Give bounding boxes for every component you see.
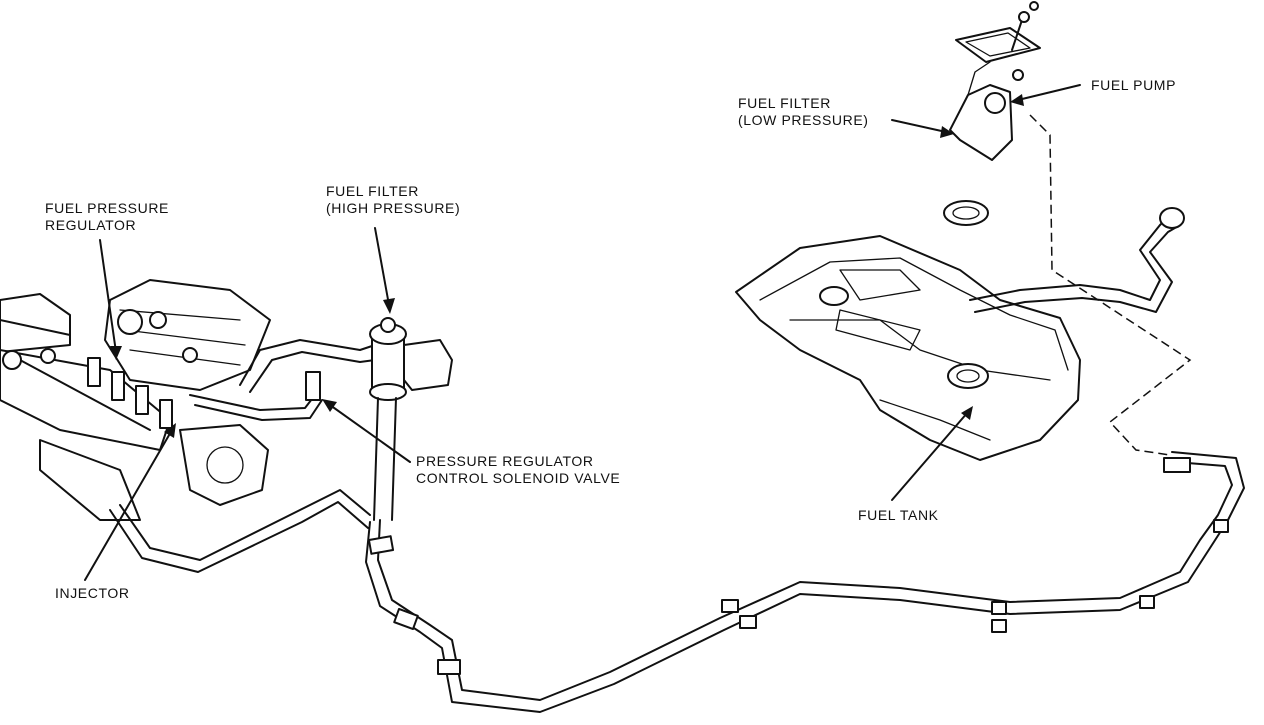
engine-assembly xyxy=(0,279,271,521)
fuel-pump-label: FUEL PUMP xyxy=(1091,77,1177,93)
fuel-tank xyxy=(735,235,1081,461)
fuel-tank-label: FUEL TANK xyxy=(858,507,939,523)
fuel-filter-high-pressure xyxy=(369,317,453,521)
tank-seal-ring-inner xyxy=(952,206,980,220)
fuel-filter-low-line1: FUEL FILTER xyxy=(738,95,831,111)
fuel-pump-assembly xyxy=(949,1,1192,456)
fuel-line xyxy=(365,451,1245,713)
leader-lines xyxy=(84,84,1081,581)
injector-label: INJECTOR xyxy=(55,585,130,601)
fuel-filter-low-pressure-label: FUEL FILTER (LOW PRESSURE) xyxy=(738,95,869,129)
fuel-filter-high-line1: FUEL FILTER xyxy=(326,183,419,199)
fuel-pressure-regulator-label: FUEL PRESSURE REGULATOR xyxy=(45,200,169,234)
solenoid-line1: PRESSURE REGULATOR xyxy=(416,453,594,469)
injector-group xyxy=(87,357,173,429)
fuel-filter-high-pressure-label: FUEL FILTER (HIGH PRESSURE) xyxy=(326,183,460,217)
fuel-pressure-regulator-line2: REGULATOR xyxy=(45,217,137,233)
solenoid-line2: CONTROL SOLENOID VALVE xyxy=(416,470,621,486)
filler-neck xyxy=(969,207,1185,313)
fuel-filter-low-line2: (LOW PRESSURE) xyxy=(738,112,869,128)
line-clips xyxy=(367,457,1229,675)
fuel-filter-high-line2: (HIGH PRESSURE) xyxy=(326,200,461,216)
fuel-pressure-regulator-line1: FUEL PRESSURE xyxy=(45,200,169,216)
engine-hoses xyxy=(109,339,376,573)
tank-seal-ring xyxy=(943,200,989,226)
pressure-regulator-control-solenoid-label: PRESSURE REGULATOR CONTROL SOLENOID VALV… xyxy=(416,453,620,487)
